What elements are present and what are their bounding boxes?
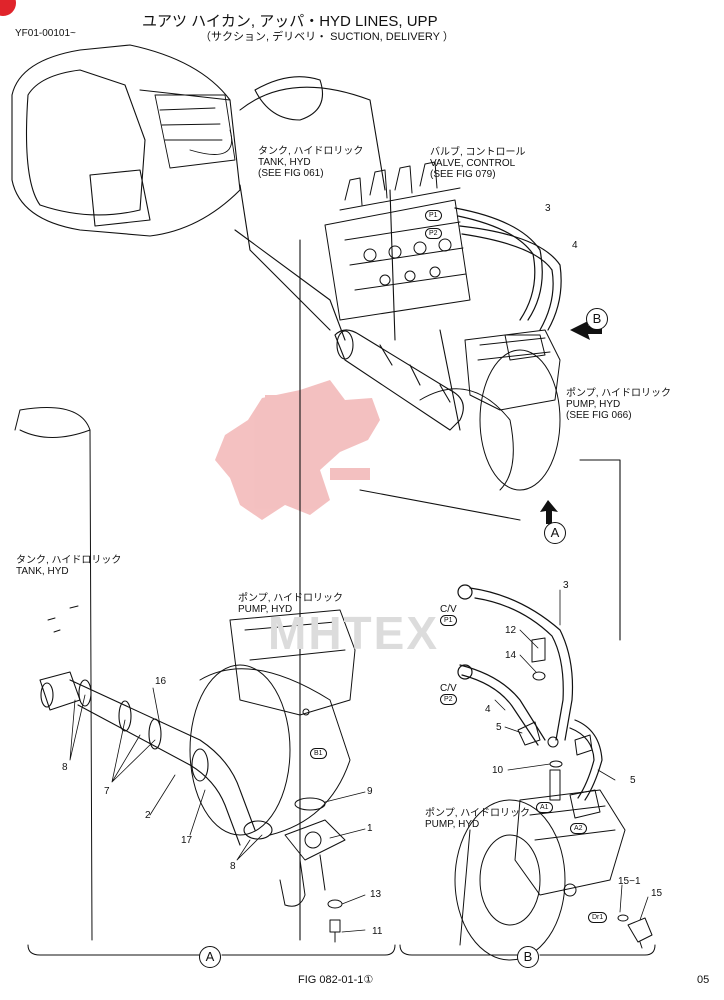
callout-a-9: 9 xyxy=(367,786,373,797)
label-pump-ref-en: PUMP, HYD xyxy=(566,399,621,410)
hyd-tank-top xyxy=(154,94,236,169)
view-a-tank xyxy=(14,407,93,941)
top-hose-4 xyxy=(459,225,562,331)
port-p2-top: P2 xyxy=(425,228,442,239)
doc-code: YF01-00101~ xyxy=(15,28,76,39)
view-marker-a-top: A xyxy=(544,522,566,544)
view-a-leaders xyxy=(69,687,366,933)
view-b-leaders xyxy=(494,589,649,921)
callout-b-5a: 5 xyxy=(496,722,502,733)
label-valve-ref-see: (SEE FIG 079) xyxy=(430,169,496,180)
callout-a-2: 2 xyxy=(145,810,151,821)
view-marker-a-bottom: A xyxy=(199,946,221,968)
callout-a-11: 11 xyxy=(372,926,383,937)
callout-b-14: 14 xyxy=(505,650,517,661)
view-a-flange-elbow xyxy=(279,819,346,907)
callout-b-12: 12 xyxy=(505,625,517,636)
view-a-pump xyxy=(189,609,356,836)
top-hose-3 xyxy=(454,207,543,321)
view-marker-b-top: B xyxy=(586,308,608,330)
view-brackets xyxy=(27,944,656,956)
view-a-suction-hose xyxy=(39,671,273,846)
page-title: ユアツ ハイカン, アッパ・HYD LINES, UPP xyxy=(142,13,438,30)
label-tank-ref-jp: タンク, ハイドロリック xyxy=(258,146,364,157)
port-b1: B1 xyxy=(310,748,327,759)
view-marker-b-bottom: B xyxy=(517,946,539,968)
callout-a-7: 7 xyxy=(104,786,110,797)
view-b-hose-5 xyxy=(569,719,603,801)
port-dr1: Dr1 xyxy=(588,912,608,923)
arrow-a-icon xyxy=(540,500,558,524)
callout-b-15: 15 xyxy=(651,888,663,899)
callout-b-10: 10 xyxy=(492,765,504,776)
label-pump-a-en: PUMP, HYD xyxy=(238,604,293,615)
callout-b-3: 3 xyxy=(563,580,569,591)
label-pump-a-jp: ポンプ, ハイドロリック xyxy=(238,593,344,604)
callout-top-3: 3 xyxy=(545,203,551,214)
view-a-small-parts xyxy=(47,605,343,943)
port-a2: A2 xyxy=(570,823,587,834)
port-a1: A1 xyxy=(536,802,553,813)
callout-a-8a: 8 xyxy=(62,762,68,773)
callout-a-16: 16 xyxy=(155,676,167,687)
arrow-b-icon xyxy=(570,320,602,340)
callout-a-8b: 8 xyxy=(230,861,236,872)
callout-a-13: 13 xyxy=(370,889,382,900)
callout-top-4: 4 xyxy=(572,240,578,251)
pump-top xyxy=(419,329,561,491)
control-valve xyxy=(324,161,471,321)
callout-a-1: 1 xyxy=(367,823,373,834)
corner-marker xyxy=(0,0,16,16)
callout-b-5b: 5 xyxy=(630,775,636,786)
view-b-hose-4 xyxy=(457,664,546,746)
port-p1-b: P1 xyxy=(440,615,457,626)
label-pump-b-jp: ポンプ, ハイドロリック xyxy=(425,808,531,819)
page-number: 05 xyxy=(697,974,710,986)
label-cv-p2: C/V xyxy=(440,683,457,694)
view-b-pump xyxy=(454,789,626,961)
view-b-plug xyxy=(617,914,653,949)
port-p2-b: P2 xyxy=(440,694,457,705)
callout-a-17: 17 xyxy=(181,835,193,846)
label-tank-a-jp: タンク, ハイドロリック xyxy=(16,555,122,566)
page-subtitle: （サクション, デリベリ・ SUCTION, DELIVERY ） xyxy=(200,31,454,43)
label-pump-ref-jp: ポンプ, ハイドロリック xyxy=(566,388,672,399)
view-b-hose-3 xyxy=(457,584,574,741)
watermark-gear-icon xyxy=(215,380,380,520)
figure-number: FIG 082-01-1① xyxy=(298,974,374,986)
label-valve-ref-jp: バルブ, コントロール xyxy=(430,147,526,158)
callout-b-4: 4 xyxy=(485,704,491,715)
cab-outline xyxy=(11,44,241,237)
label-pump-ref-see: (SEE FIG 066) xyxy=(566,410,632,421)
label-valve-ref-en: VALVE, CONTROL xyxy=(430,158,516,169)
label-cv-p1: C/V xyxy=(440,604,457,615)
label-tank-a-en: TANK, HYD xyxy=(16,566,69,577)
label-tank-ref-en: TANK, HYD xyxy=(258,157,311,168)
label-pump-b-en: PUMP, HYD xyxy=(425,819,480,830)
suction-pipe-top xyxy=(334,329,464,431)
port-p1-top: P1 xyxy=(425,210,442,221)
callout-b-15-1: 15−1 xyxy=(618,876,641,887)
label-tank-ref-see: (SEE FIG 061) xyxy=(258,168,324,179)
watermark-text: MHTEX xyxy=(268,607,439,659)
